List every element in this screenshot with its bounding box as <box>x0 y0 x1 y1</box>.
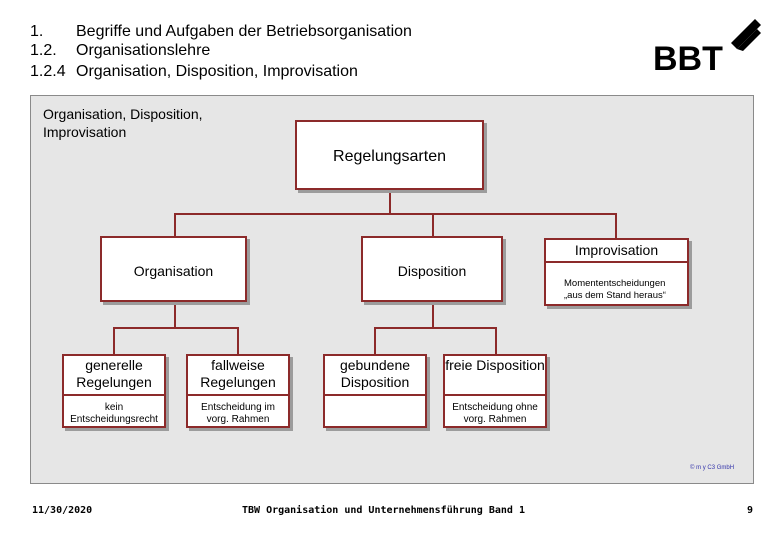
improvisation-note: Momententscheidungen „aus dem Stand hera… <box>564 278 666 301</box>
leaf-freie-note: Entscheidung ohne vorg. Rahmen <box>452 402 538 425</box>
connector-top-bar <box>174 213 616 215</box>
leaf-freie: freie Disposition Entscheidung ohne vorg… <box>443 354 547 428</box>
organisation-box: Organisation <box>100 236 247 302</box>
panel-title: Organisation, Disposition, Improvisation <box>43 106 203 140</box>
root-box: Regelungsarten <box>295 120 484 190</box>
leaf-generelle-label: generelle Regelungen <box>64 357 164 396</box>
footer-course: TBW Organisation und Unternehmensführung… <box>242 505 525 516</box>
logo-text: BBT <box>653 40 723 75</box>
leaf-gebundene: gebundene Disposition <box>323 354 427 428</box>
leaf-generelle: generelle Regelungen kein Entscheidungsr… <box>62 354 166 428</box>
heading-number-3: 1.2.4 <box>30 63 66 80</box>
disposition-box: Disposition <box>361 236 503 302</box>
heading-line-3: 1.2.4 Organisation, Disposition, Improvis… <box>30 62 358 81</box>
heading-line-2: 1.2. Organisationslehre <box>30 41 210 60</box>
organisation-label: Organisation <box>133 263 214 279</box>
improvisation-box: Improvisation Momententscheidungen „aus … <box>544 238 689 306</box>
connector-leaf2 <box>237 327 239 355</box>
bbt-logo: BBT <box>653 15 763 78</box>
connector-leaf1 <box>113 327 115 355</box>
connector-improvisation <box>615 213 617 239</box>
connector-disposition <box>432 213 434 237</box>
connector-org-down <box>174 300 176 328</box>
connector-disp-down <box>432 300 434 328</box>
heading-line-1: 1. Begriffe und Aufgaben der Betriebsorga… <box>30 22 412 41</box>
connector-disp-bar <box>374 327 496 329</box>
leaf-generelle-note: kein Entscheidungsrecht <box>70 402 158 425</box>
leaf-freie-label: freie Disposition <box>445 357 545 396</box>
leaf-gebundene-label: gebundene Disposition <box>325 357 425 396</box>
root-label: Regelungsarten <box>333 148 446 165</box>
disposition-label: Disposition <box>397 263 467 279</box>
leaf-fallweise: fallweise Regelungen Entscheidung im vor… <box>186 354 290 428</box>
heading-text-2: Organisationslehre <box>76 42 211 59</box>
leaf-fallweise-note: Entscheidung im vorg. Rahmen <box>201 402 275 425</box>
heading-number-1: 1. <box>30 23 44 40</box>
footer-page-number: 9 <box>747 505 754 516</box>
connector-leaf3 <box>374 327 376 355</box>
footer-date: 11/30/2020 <box>32 505 93 516</box>
connector-leaf4 <box>495 327 497 355</box>
heading-text-3: Organisation, Disposition, Improvisation <box>76 63 358 80</box>
leaf-fallweise-label: fallweise Regelungen <box>188 357 288 396</box>
connector-root-down <box>389 188 391 214</box>
improvisation-label: Improvisation <box>546 242 687 263</box>
connector-org-bar <box>113 327 238 329</box>
heading-number-2: 1.2. <box>30 42 57 59</box>
copyright-text: © m y C3 GmbH <box>690 465 735 471</box>
connector-organisation <box>174 213 176 237</box>
heading-text-1: Begriffe und Aufgaben der Betriebsorgani… <box>76 23 412 40</box>
